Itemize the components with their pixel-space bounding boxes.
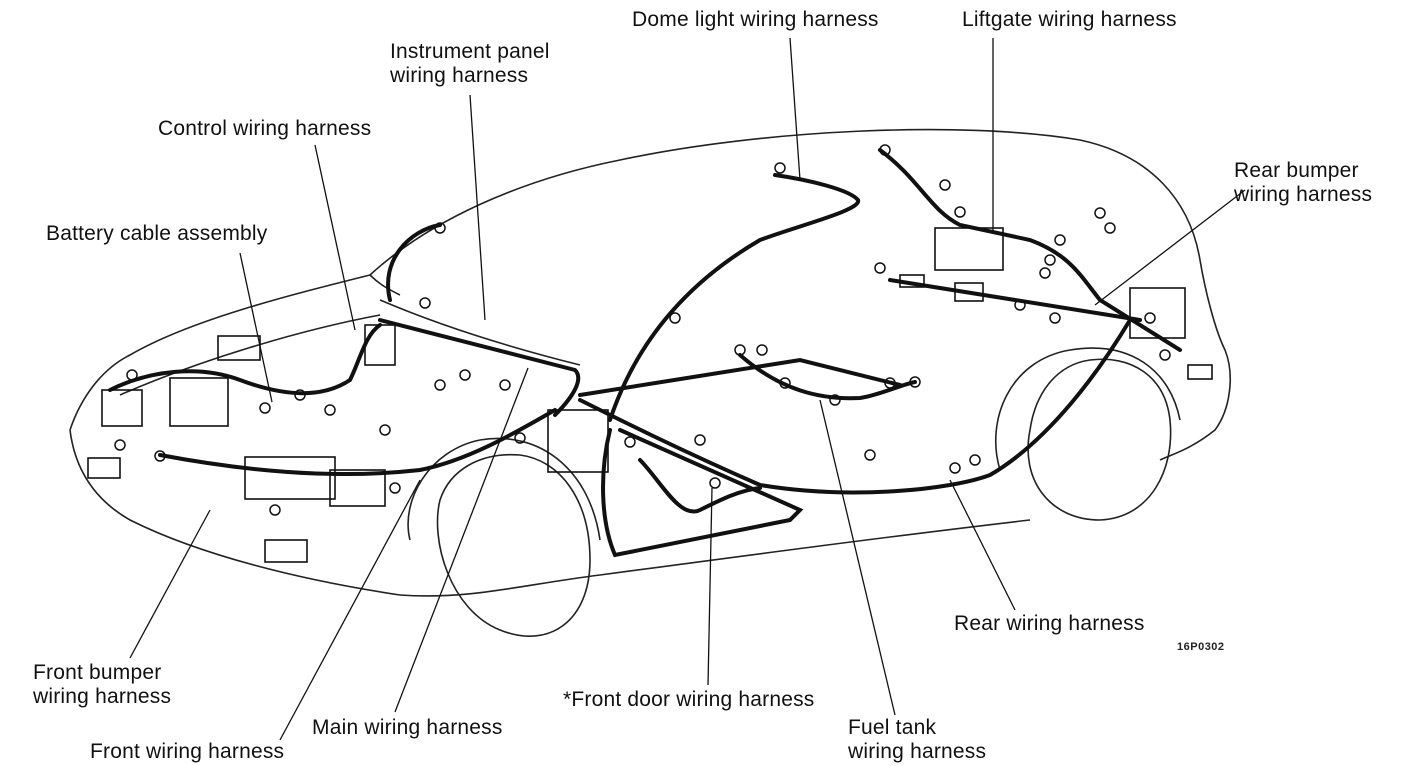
label-control-harness: Control wiring harness	[158, 117, 372, 140]
harness-lines	[108, 148, 1182, 558]
label-instrument-panel-line2: wiring harness	[390, 64, 529, 87]
figure-code: 16P0302	[1177, 641, 1225, 653]
label-front-wiring-harness: Front wiring harness	[90, 740, 285, 763]
rear-wheel	[995, 347, 1181, 521]
label-instrument-panel-line1: Instrument panel	[390, 40, 550, 63]
leader-lines	[129, 37, 1246, 741]
label-front-door-harness: *Front door wiring harness	[563, 688, 815, 711]
label-rear-bumper-line2: wiring harness	[1234, 183, 1373, 206]
connector-dots	[114, 144, 1171, 516]
label-battery-cable-assembly: Battery cable assembly	[46, 222, 268, 245]
label-front-bumper-line1: Front bumper	[33, 661, 162, 684]
label-fuel-tank-line1: Fuel tank	[848, 716, 937, 739]
car-body-outline	[69, 128, 1231, 597]
label-liftgate-harness: Liftgate wiring harness	[962, 8, 1177, 31]
connectors-and-components	[87, 227, 1213, 563]
label-front-bumper-line2: wiring harness	[33, 685, 172, 708]
label-main-wiring-harness: Main wiring harness	[312, 716, 503, 739]
label-fuel-tank-line2: wiring harness	[848, 740, 987, 763]
label-rear-wiring-harness: Rear wiring harness	[954, 612, 1145, 635]
label-rear-bumper-line1: Rear bumper	[1234, 159, 1359, 182]
label-dome-light-harness: Dome light wiring harness	[632, 8, 879, 31]
front-wheel	[407, 437, 601, 637]
